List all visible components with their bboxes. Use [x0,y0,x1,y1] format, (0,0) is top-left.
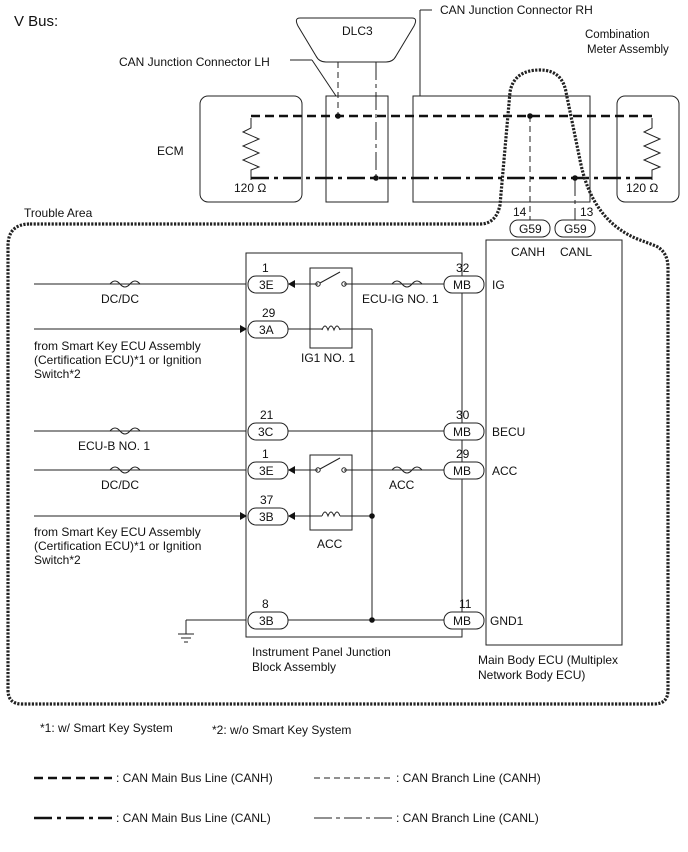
r-becu-right-code: MB [453,425,471,439]
legend-main-canh: : CAN Main Bus Line (CANH) [116,771,273,785]
signal-gnd1: GND1 [490,614,524,628]
r-gnd-left-pin: 8 [262,597,269,611]
trouble-area-label: Trouble Area [24,206,93,220]
r-3b-pin: 37 [260,493,274,507]
g59-l-pin: 13 [580,205,594,219]
ecm-label: ECM [157,144,184,158]
meter-resistor-value: 120 Ω [626,181,658,195]
g59-l-code: G59 [564,222,587,236]
source-upper-2: (Certification ECU)*1 or Ignition [34,353,201,367]
fuse-dcdc-icon [109,280,141,288]
connector-3b [247,507,289,526]
fuse-acc-label: ACC [389,478,415,492]
r-becu-left-code: 3C [258,425,274,439]
r-3a-code: 3A [259,323,274,337]
r-3a-pin: 29 [262,306,276,320]
can-jc-rh-box [412,95,591,203]
ecm-resistor-value: 120 Ω [234,181,266,195]
fuse-dcdc-2-icon [109,466,141,474]
source-upper-1: from Smart Key ECU Assembly [34,339,201,353]
ipjb-label-1: Instrument Panel Junction [252,645,391,659]
relay-ig1-coil-icon [321,325,341,332]
r-gnd-right-code: MB [453,614,471,628]
ipjb-label-2: Block Assembly [252,660,336,674]
dlc3-connector [295,17,417,63]
r-acc-right-code: MB [453,464,471,478]
r-acc-left-pin: 1 [262,447,269,461]
fuse-dcdc-2-label: DC/DC [101,478,139,492]
r-3b-code: 3B [259,510,274,524]
canh-label: CANH [511,245,545,259]
fuse-ecu-ig-label: ECU-IG NO. 1 [362,292,439,306]
main-body-ecu-box [485,239,623,646]
combination-meter-label-1: Combination [585,29,650,41]
r-becu-right-pin: 30 [456,408,470,422]
connector-mb-acc [443,461,485,480]
r-becu-left-pin: 21 [260,408,274,422]
relay-acc-box [309,454,353,531]
note-2: *2: w/o Smart Key System [212,723,351,737]
source-lower-2: (Certification ECU)*1 or Ignition [34,539,201,553]
source-upper-3: Switch*2 [34,367,81,381]
connector-3e-acc [247,461,289,480]
canl-label: CANL [560,245,592,259]
legend-branch-canl: : CAN Branch Line (CANL) [396,811,539,825]
r-acc-left-code: 3E [259,464,274,478]
main-body-ecu-label-1: Main Body ECU (Multiplex [478,653,618,667]
connector-3e-ig [247,275,289,294]
fuse-ecu-b-icon [109,427,141,435]
g59-h-code: G59 [519,222,542,236]
legend-branch-canh: : CAN Branch Line (CANH) [396,771,541,785]
main-body-ecu-label-2: Network Body ECU) [478,668,585,682]
combination-meter-box [616,95,680,203]
ecm-box [199,95,303,203]
dlc3-label: DLC3 [342,24,373,38]
signal-becu: BECU [492,425,525,439]
r-acc-right-pin: 29 [456,447,470,461]
can-jc-rh-label: CAN Junction Connector RH [440,3,593,17]
r-gnd-left-code: 3B [259,614,274,628]
relay-ig1-box [309,267,353,349]
connector-mb-gnd [443,611,485,630]
note-1: *1: w/ Smart Key System [40,721,173,735]
connector-g59-canh [509,219,551,238]
r-ig-right-pin: 32 [456,261,470,275]
r-gnd-right-pin: 11 [459,597,472,611]
combination-meter-label-2: Meter Assembly [587,44,669,56]
relay-ig1-label: IG1 NO. 1 [301,351,355,365]
meter-resistor-icon [642,118,662,180]
relay-acc-coil-icon [321,511,341,518]
connector-mb-ig [443,275,485,294]
can-jc-lh-label: CAN Junction Connector LH [119,55,270,69]
r-ig-left-code: 3E [259,278,274,292]
r-ig-left-pin: 1 [262,261,269,275]
fuse-ecu-ig-icon [391,280,423,288]
fuse-dcdc-1-label: DC/DC [101,292,139,306]
source-lower-1: from Smart Key ECU Assembly [34,525,201,539]
signal-acc: ACC [492,464,518,478]
can-jc-lh-box [325,95,389,203]
legend-main-canl: : CAN Main Bus Line (CANL) [116,811,271,825]
fuse-acc-icon [391,466,423,474]
ground-icon [178,633,194,643]
diagram-title: V Bus: [14,13,58,30]
fuse-ecu-b-label: ECU-B NO. 1 [78,439,150,453]
signal-ig: IG [492,278,505,292]
r-ig-right-code: MB [453,278,471,292]
connector-g59-canl [554,219,596,238]
ecm-resistor-icon [241,118,261,180]
connector-mb-becu [443,422,485,441]
g59-h-pin: 14 [513,205,527,219]
ipjb-box [245,252,463,638]
relay-acc-label: ACC [317,537,343,551]
source-lower-3: Switch*2 [34,553,81,567]
trouble-area-outline[interactable] [6,68,670,706]
